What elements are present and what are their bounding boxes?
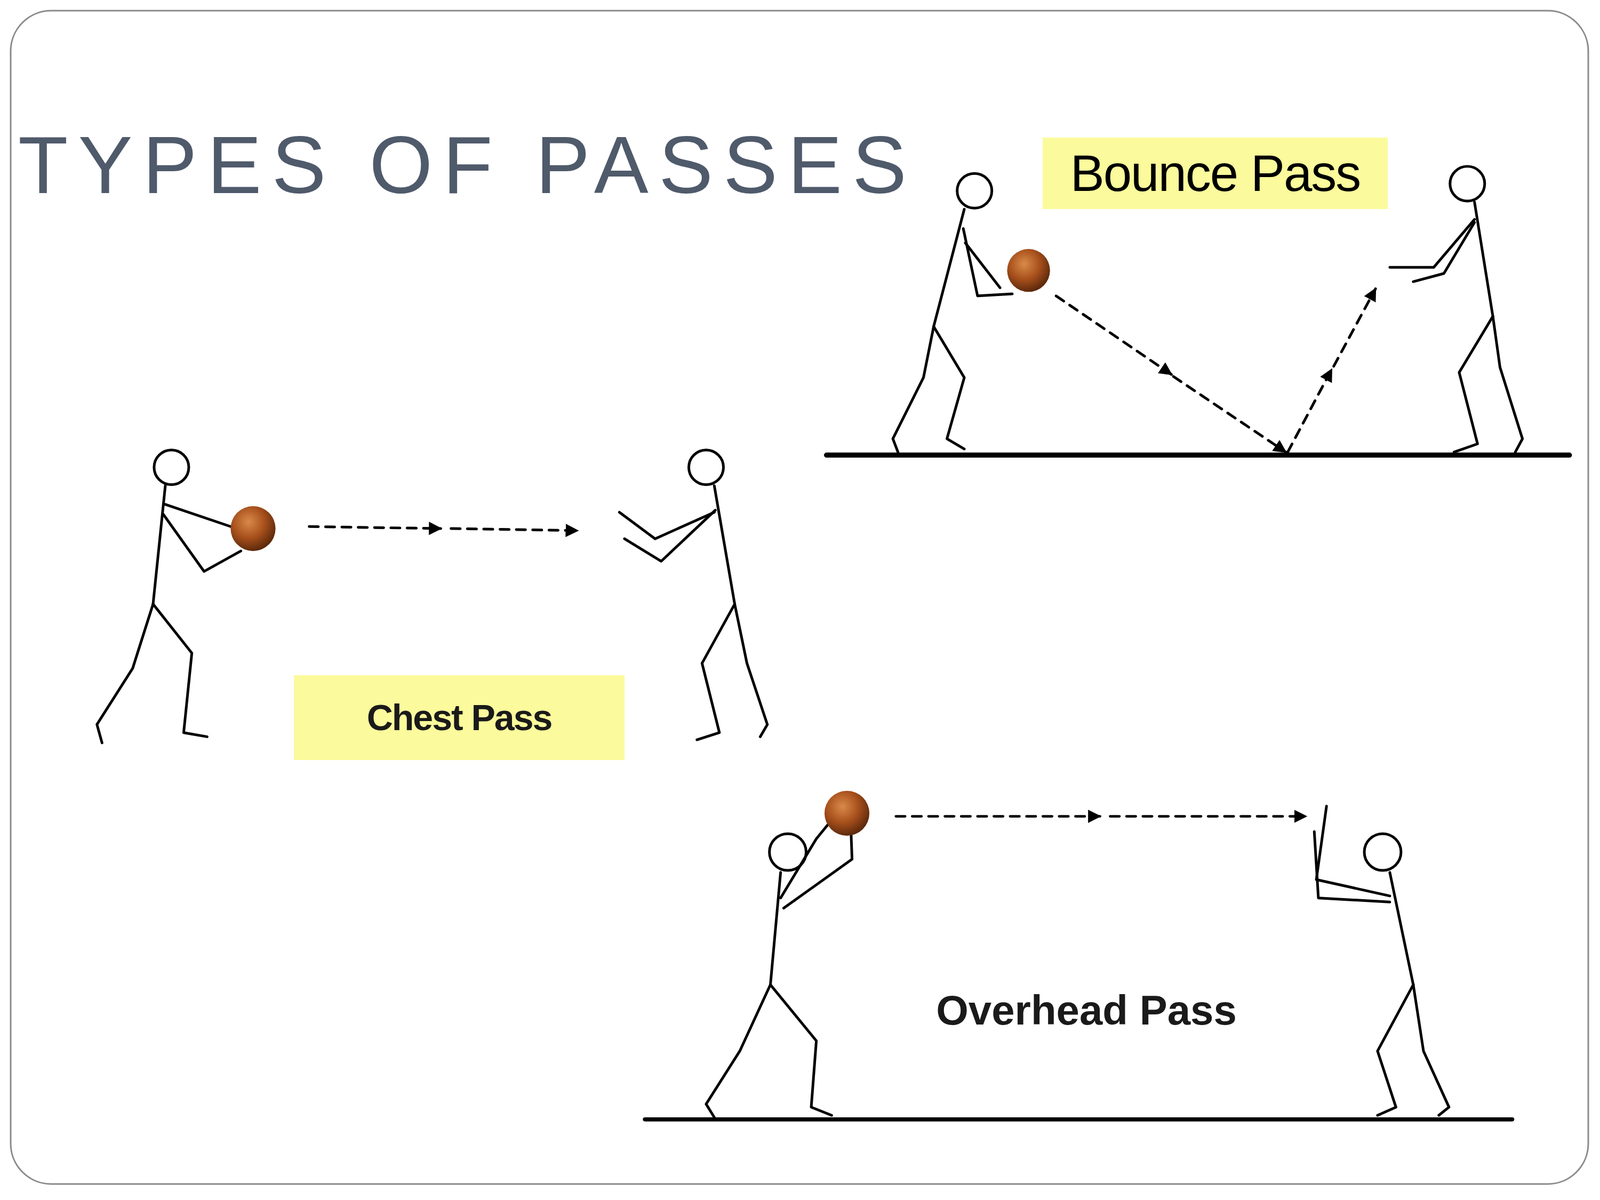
basketball <box>824 790 870 836</box>
stick-figure <box>706 816 853 1118</box>
pass-arrow <box>309 526 578 531</box>
pass-name: Overhead Pass <box>936 989 1237 1031</box>
floor-line <box>826 452 1570 459</box>
stick-figure <box>892 173 1013 452</box>
stick-figure <box>1314 805 1450 1116</box>
pass-arrow <box>1056 288 1376 452</box>
stick-figure <box>97 450 242 743</box>
label-box: Chest Pass <box>293 675 625 760</box>
slide-border <box>10 10 1589 1184</box>
pass-name: Chest Pass <box>366 697 552 738</box>
stick-figure <box>1389 166 1523 453</box>
pass-name: Bounce Pass <box>1070 145 1361 202</box>
slide-title: TYPES OF PASSES <box>18 123 917 206</box>
label-box: Bounce Pass <box>1042 137 1388 210</box>
basketball <box>1006 249 1050 292</box>
floor-line <box>644 1117 1512 1122</box>
pass-arrow <box>896 814 1307 818</box>
basketball <box>230 506 276 551</box>
stick-figure <box>619 450 767 740</box>
